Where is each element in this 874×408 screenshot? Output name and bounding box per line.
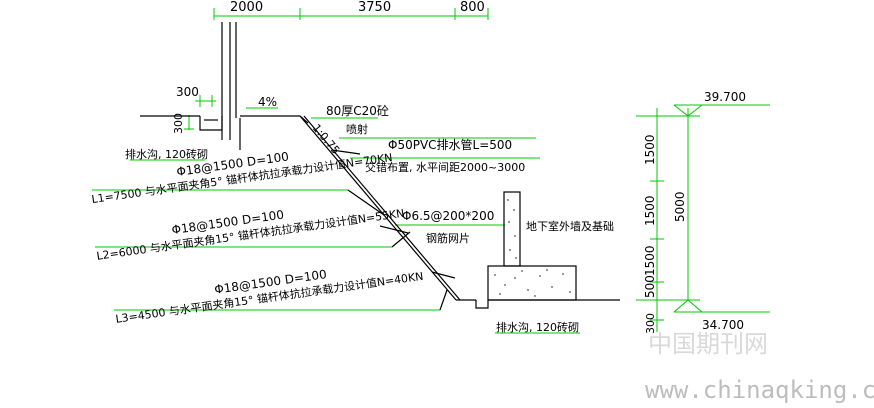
- pvc-pipe-label: Φ50PVC排水管L=500: [388, 137, 512, 152]
- ditch-top-label: 排水沟, 120砖砌: [125, 147, 208, 161]
- dim-ditch-width: 300: [176, 85, 199, 99]
- ditch-bottom-label: 排水沟, 120砖砌: [496, 320, 579, 334]
- dim-right-3: 1500: [643, 245, 657, 276]
- elevation-top: 39.700: [704, 90, 746, 104]
- anchor-1: Φ18@1500 D=100 L1=7500 与水平面夹角5° 锚杆体抗拉承载力…: [91, 149, 394, 206]
- slope-ratio: 1:0.75: [310, 122, 343, 157]
- dim-right-2: 1500: [643, 195, 657, 226]
- dim-ditch-depth: 300: [172, 113, 185, 134]
- pvc-layout-label: 交错布置, 水平间距2000~3000: [365, 160, 525, 174]
- watermark-cn: 中国期刊网: [648, 330, 768, 358]
- dim-right-1: 1500: [643, 134, 657, 165]
- dim-top-1: 2000: [230, 0, 263, 15]
- dim-right-4: 500: [643, 275, 657, 298]
- anchor-3: Φ18@1500 D=100 L3=4500 与水平面夹角15° 锚杆体抗拉承载…: [115, 267, 425, 326]
- dimension-lines: [92, 8, 770, 334]
- mesh-label: Φ6.5@200*200: [402, 209, 494, 223]
- anchor-2: Φ18@1500 D=100 L2=6000 与水平面夹角15° 锚杆体抗拉承载…: [96, 206, 406, 263]
- dim-top-3: 800: [460, 0, 485, 15]
- elevation-bottom: 34.700: [702, 318, 744, 332]
- slope-pct: 4%: [258, 95, 277, 109]
- mesh-label-2: 钢筋网片: [426, 231, 470, 245]
- dim-top-2: 3750: [358, 0, 391, 15]
- shotcrete-label: 80厚C20砼: [326, 104, 389, 118]
- dim-right-total: 5000: [673, 191, 687, 222]
- shotcrete-label-2: 喷射: [346, 122, 368, 136]
- concrete-hatch: [494, 199, 571, 297]
- dim-right-bottom: 300: [644, 313, 657, 334]
- wall-label: 地下室外墙及基础: [526, 219, 614, 233]
- watermark-url: www.chinaqking.com: [645, 376, 874, 403]
- section-drawing: [140, 22, 620, 311]
